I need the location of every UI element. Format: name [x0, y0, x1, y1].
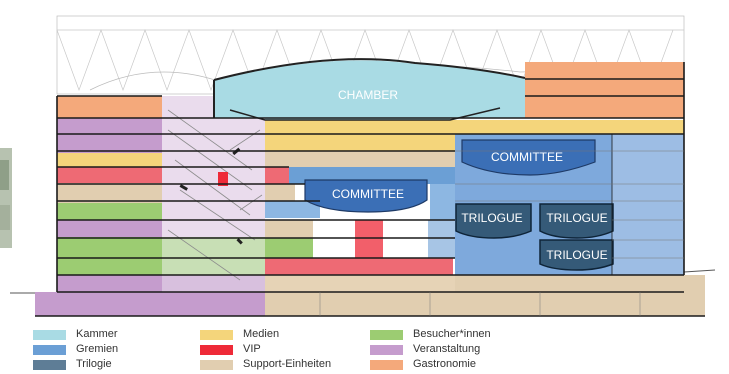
zone-veranstaltung-left-2: [57, 220, 162, 237]
floor-slabs: [35, 62, 705, 317]
legend-swatch-support: [200, 359, 233, 370]
legend-item-vip: VIP: [200, 343, 261, 356]
zone-atrium-lower: [162, 275, 265, 292]
chamber-hall: [213, 58, 526, 121]
legend-item-veranstaltung: Veranstaltung: [370, 343, 480, 356]
vip-stair-block: [218, 172, 228, 186]
landscape-photo-fragment: [0, 148, 12, 248]
zone-vip-left: [57, 167, 162, 183]
zone-veranstaltung-left: [57, 118, 162, 153]
legend-label-gremien: Gremien: [76, 343, 119, 355]
trilogue-room-2: [539, 203, 614, 239]
zone-support-center-1: [265, 151, 455, 167]
zone-gremien-center-2: [265, 201, 320, 218]
trilogue-3-label: TRILOGUE: [546, 248, 607, 262]
zone-support-center-2: [265, 184, 295, 201]
zone-besucher-left-2: [57, 237, 162, 257]
trilogue-room-3: [539, 239, 614, 271]
zone-vip-shaft: [355, 220, 383, 258]
zone-medien-right: [450, 120, 684, 134]
legend-item-besucher: Besucher*innen: [370, 328, 491, 341]
zone-gremien-center-4: [428, 220, 458, 258]
legend-label-veranstaltung: Veranstaltung: [413, 343, 481, 355]
legend-swatch-medien: [200, 329, 233, 340]
zone-besucher-left-3: [57, 257, 162, 275]
zone-veranstaltung-left-3: [57, 275, 162, 292]
legend-label-besucher: Besucher*innen: [413, 328, 491, 340]
trilogue-1-label: TRILOGUE: [461, 211, 522, 225]
trilogue-room-1: [455, 203, 532, 239]
committee-room-lower: [304, 179, 428, 213]
legend-item-medien: Medien: [200, 328, 279, 341]
legend-label-trilogie: Trilogie: [76, 358, 112, 370]
legend-swatch-veranstaltung: [370, 344, 403, 355]
legend-swatch-gremien: [33, 344, 66, 355]
legend-label-support: Support-Einheiten: [243, 358, 332, 370]
zone-veranstaltung-base: [35, 292, 265, 316]
legend-label-kammer: Kammer: [76, 328, 118, 340]
legend-swatch-trilogie: [33, 359, 66, 370]
legend-item-gastronomie: Gastronomie: [370, 358, 476, 371]
trilogue-2-label: TRILOGUE: [546, 211, 607, 225]
zone-besucher-left-1: [57, 203, 162, 220]
zone-white-void: [313, 220, 355, 258]
committee-lower-label: COMMITTEE: [332, 187, 404, 201]
zone-gremien-right-edge: [612, 134, 684, 275]
legend-swatch-kammer: [33, 329, 66, 340]
zone-vip-center-2: [265, 258, 453, 275]
zone-medien-left: [57, 153, 162, 167]
chamber-label: CHAMBER: [338, 88, 398, 102]
zone-atrium-green: [162, 237, 265, 275]
zone-gastronomie-right: [525, 62, 684, 118]
legend-item-trilogie: Trilogie: [33, 358, 112, 371]
committee-room-upper: [461, 139, 596, 176]
building-section-drawing: CHAMBER COMMITTEE COMMITTEE TRILOGUE TRI…: [0, 15, 716, 317]
zone-besucher-center: [265, 238, 313, 258]
zone-support-left-1: [57, 183, 162, 203]
legend-item-kammer: Kammer: [33, 328, 118, 341]
committee-upper-label: COMMITTEE: [491, 150, 563, 164]
legend-item-support: Support-Einheiten: [200, 358, 331, 371]
zone-support-lower-row: [265, 275, 455, 292]
zone-medien-center-2: [265, 134, 455, 151]
legend-item-gremien: Gremien: [33, 343, 118, 356]
grid-lines: [319, 150, 684, 316]
zone-gastronomie-left: [57, 96, 162, 118]
zone-vip-center-1: [265, 167, 289, 184]
legend-swatch-vip: [200, 344, 233, 355]
legend-label-medien: Medien: [243, 328, 280, 340]
legend-swatch-besucher: [370, 329, 403, 340]
legend-swatch-gastronomie: [370, 359, 403, 370]
legend-label-gastronomie: Gastronomie: [413, 358, 476, 370]
zone-white-void-2: [383, 220, 428, 258]
zone-support-center-3: [265, 220, 313, 238]
legend-label-vip: VIP: [243, 343, 261, 355]
zone-medien-center-1: [265, 120, 450, 134]
